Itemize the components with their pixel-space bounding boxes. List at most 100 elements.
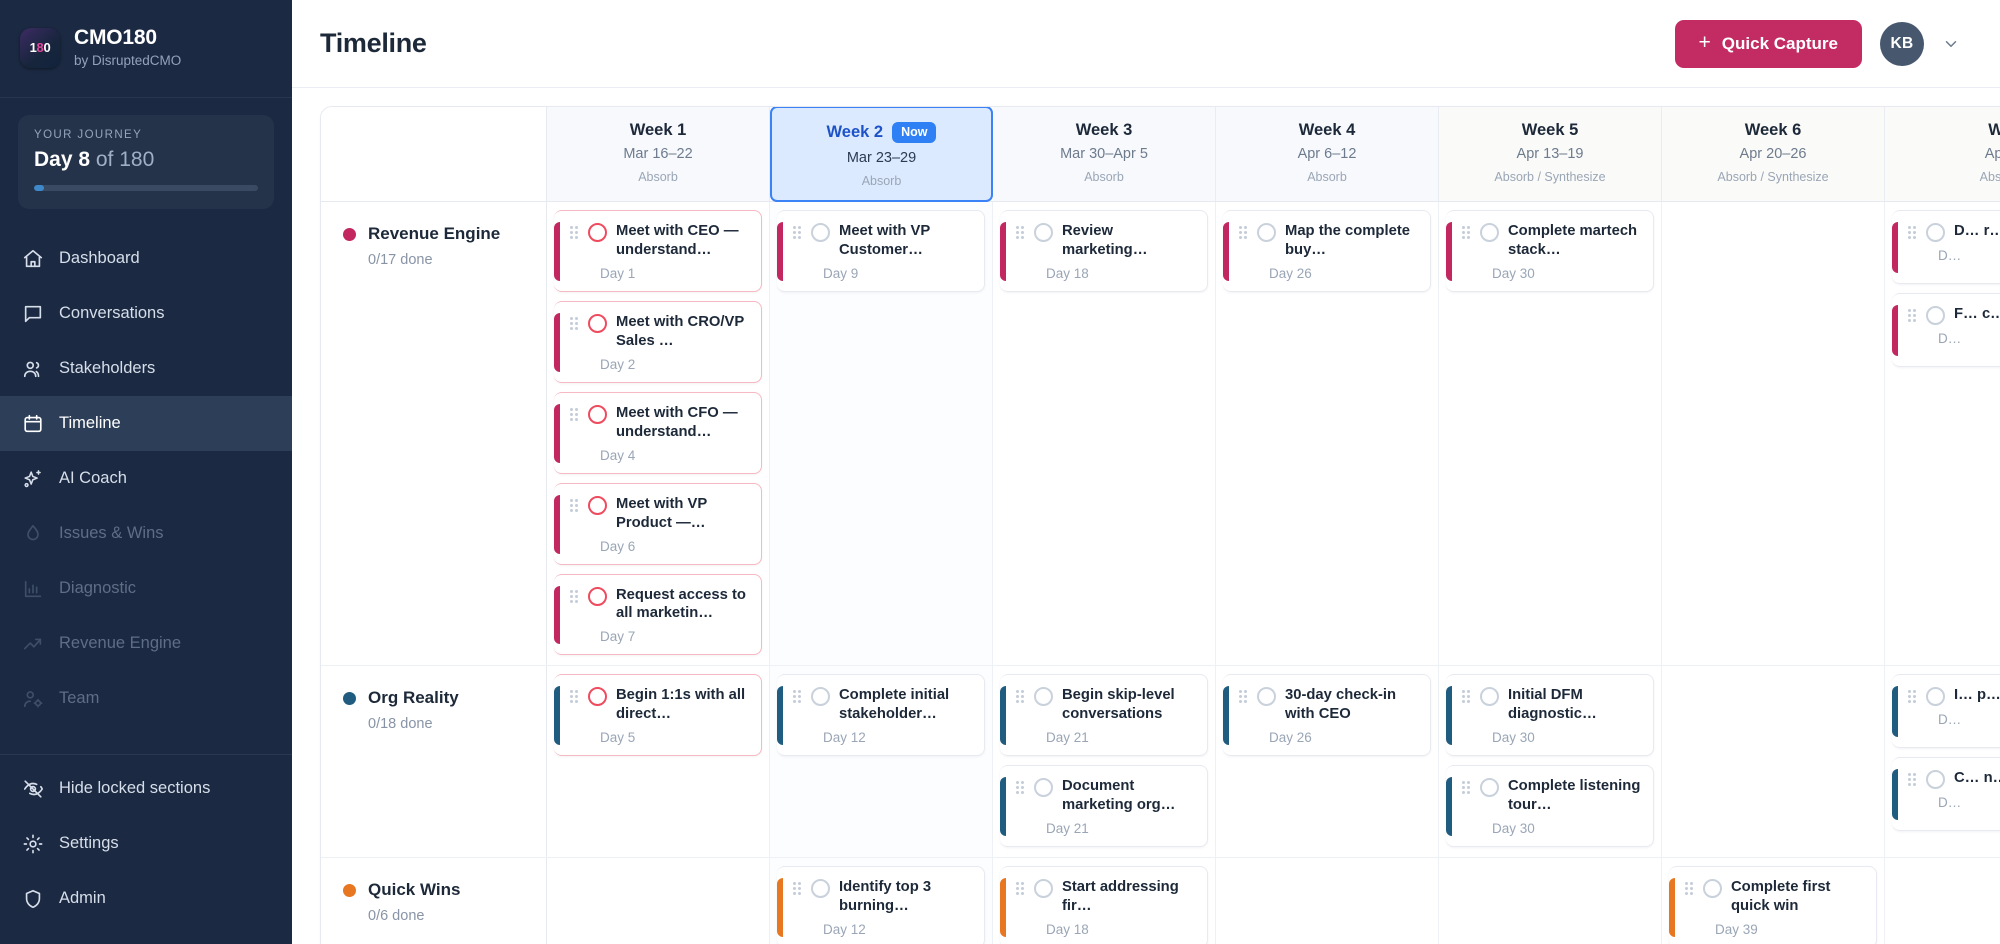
- task-checkbox-icon[interactable]: [588, 223, 607, 242]
- sidebar-item-settings[interactable]: Settings: [0, 816, 292, 871]
- task-card[interactable]: Meet with CFO — understand…Day 4: [554, 391, 762, 474]
- drag-handle-icon[interactable]: [570, 498, 579, 512]
- task-checkbox-icon[interactable]: [1034, 778, 1053, 798]
- sidebar-item-timeline[interactable]: Timeline: [0, 396, 292, 451]
- task-card[interactable]: Complete initial stakeholder…Day 12: [777, 674, 985, 757]
- sidebar-item-admin[interactable]: Admin: [0, 871, 292, 926]
- timeline-cell[interactable]: Begin 1:1s with all direct…Day 5: [547, 666, 770, 858]
- task-checkbox-icon[interactable]: [1926, 223, 1945, 242]
- sidebar-item-stakeholders[interactable]: Stakeholders: [0, 341, 292, 396]
- task-checkbox-icon[interactable]: [1703, 879, 1722, 899]
- timeline-cell[interactable]: Complete martech stack…Day 30: [1439, 202, 1662, 666]
- timeline-cell[interactable]: [1885, 858, 2000, 944]
- drag-handle-icon[interactable]: [793, 690, 802, 704]
- task-card[interactable]: Map the complete buy…Day 26: [1223, 210, 1431, 292]
- task-checkbox-icon[interactable]: [1480, 223, 1499, 242]
- drag-handle-icon[interactable]: [1908, 773, 1917, 787]
- drag-handle-icon[interactable]: [1016, 690, 1025, 704]
- drag-handle-icon[interactable]: [1462, 781, 1471, 795]
- sidebar-item-conversations[interactable]: Conversations: [0, 286, 292, 341]
- task-checkbox-icon[interactable]: [811, 223, 830, 242]
- sidebar-item-hide-locked-sections[interactable]: Hide locked sections: [0, 761, 292, 816]
- drag-handle-icon[interactable]: [1462, 226, 1471, 239]
- task-checkbox-icon[interactable]: [1926, 687, 1945, 707]
- task-checkbox-icon[interactable]: [588, 586, 607, 606]
- drag-handle-icon[interactable]: [1016, 226, 1025, 239]
- timeline-cell[interactable]: D… r…D…F… c…D…: [1885, 202, 2000, 665]
- timeline-cell[interactable]: Map the complete buy…Day 26: [1216, 202, 1439, 666]
- timeline-cell[interactable]: [1216, 858, 1439, 944]
- task-card[interactable]: Start addressing fir…Day 18: [1000, 866, 1208, 944]
- drag-handle-icon[interactable]: [1239, 226, 1248, 239]
- task-card[interactable]: Document marketing org…Day 21: [1000, 765, 1208, 848]
- task-checkbox-icon[interactable]: [588, 404, 607, 424]
- task-checkbox-icon[interactable]: [1926, 306, 1945, 325]
- task-card[interactable]: Complete martech stack…Day 30: [1446, 210, 1654, 292]
- drag-handle-icon[interactable]: [793, 882, 802, 896]
- task-card[interactable]: Meet with VP Product —…Day 6: [554, 482, 762, 565]
- timeline-cell[interactable]: [1439, 858, 1662, 944]
- task-card[interactable]: Meet with CEO — understand…Day 1: [554, 210, 762, 292]
- timeline-cell[interactable]: Review marketing…Day 18: [993, 202, 1216, 666]
- task-card[interactable]: C… n…D…: [1892, 757, 2000, 832]
- drag-handle-icon[interactable]: [1462, 690, 1471, 704]
- task-checkbox-icon[interactable]: [588, 313, 607, 333]
- drag-handle-icon[interactable]: [1685, 882, 1694, 896]
- task-card[interactable]: Initial DFM diagnostic…Day 30: [1446, 674, 1654, 757]
- task-card[interactable]: Meet with CRO/VP Sales …Day 2: [554, 300, 762, 383]
- timeline-cell[interactable]: Meet with VP Customer…Day 9: [770, 202, 993, 666]
- timeline-cell[interactable]: Start addressing fir…Day 18: [993, 858, 1216, 944]
- timeline-cell[interactable]: [547, 858, 770, 944]
- task-checkbox-icon[interactable]: [811, 687, 830, 707]
- task-checkbox-icon[interactable]: [1257, 687, 1276, 707]
- task-checkbox-icon[interactable]: [811, 879, 830, 899]
- task-card[interactable]: D… r…D…: [1892, 210, 2000, 284]
- task-card[interactable]: Request access to all marketin…Day 7: [554, 573, 762, 656]
- drag-handle-icon[interactable]: [1239, 690, 1248, 704]
- timeline-cell[interactable]: Identify top 3 burning…Day 12: [770, 858, 993, 944]
- task-card[interactable]: Review marketing…Day 18: [1000, 210, 1208, 292]
- quick-capture-button[interactable]: + Quick Capture: [1674, 19, 1862, 68]
- timeline-cell[interactable]: [1662, 202, 1885, 666]
- task-checkbox-icon[interactable]: [1257, 223, 1276, 242]
- task-card[interactable]: I… p…D…: [1892, 674, 2000, 749]
- task-card[interactable]: Begin 1:1s with all direct…Day 5: [554, 674, 762, 757]
- task-card[interactable]: Complete listening tour…Day 30: [1446, 765, 1654, 848]
- task-checkbox-icon[interactable]: [1926, 770, 1945, 790]
- sidebar-item-ai-coach[interactable]: AI Coach: [0, 451, 292, 506]
- drag-handle-icon[interactable]: [1016, 781, 1025, 795]
- drag-handle-icon[interactable]: [1908, 309, 1917, 322]
- task-checkbox-icon[interactable]: [1034, 879, 1053, 899]
- avatar[interactable]: KB: [1880, 21, 1924, 66]
- task-checkbox-icon[interactable]: [588, 687, 607, 707]
- task-card[interactable]: Meet with VP Customer…Day 9: [777, 210, 985, 292]
- drag-handle-icon[interactable]: [1908, 226, 1917, 239]
- timeline-cell[interactable]: I… p…D… C… n…D…: [1885, 666, 2000, 857]
- drag-handle-icon[interactable]: [570, 589, 579, 603]
- task-checkbox-icon[interactable]: [1034, 687, 1053, 707]
- drag-handle-icon[interactable]: [1908, 690, 1917, 704]
- task-checkbox-icon[interactable]: [1480, 687, 1499, 707]
- sidebar-item-dashboard[interactable]: Dashboard: [0, 231, 292, 286]
- chevron-down-icon[interactable]: [1942, 35, 1960, 53]
- task-card[interactable]: Identify top 3 burning…Day 12: [777, 866, 985, 944]
- timeline-cell[interactable]: [1662, 666, 1885, 858]
- task-checkbox-icon[interactable]: [1034, 223, 1053, 242]
